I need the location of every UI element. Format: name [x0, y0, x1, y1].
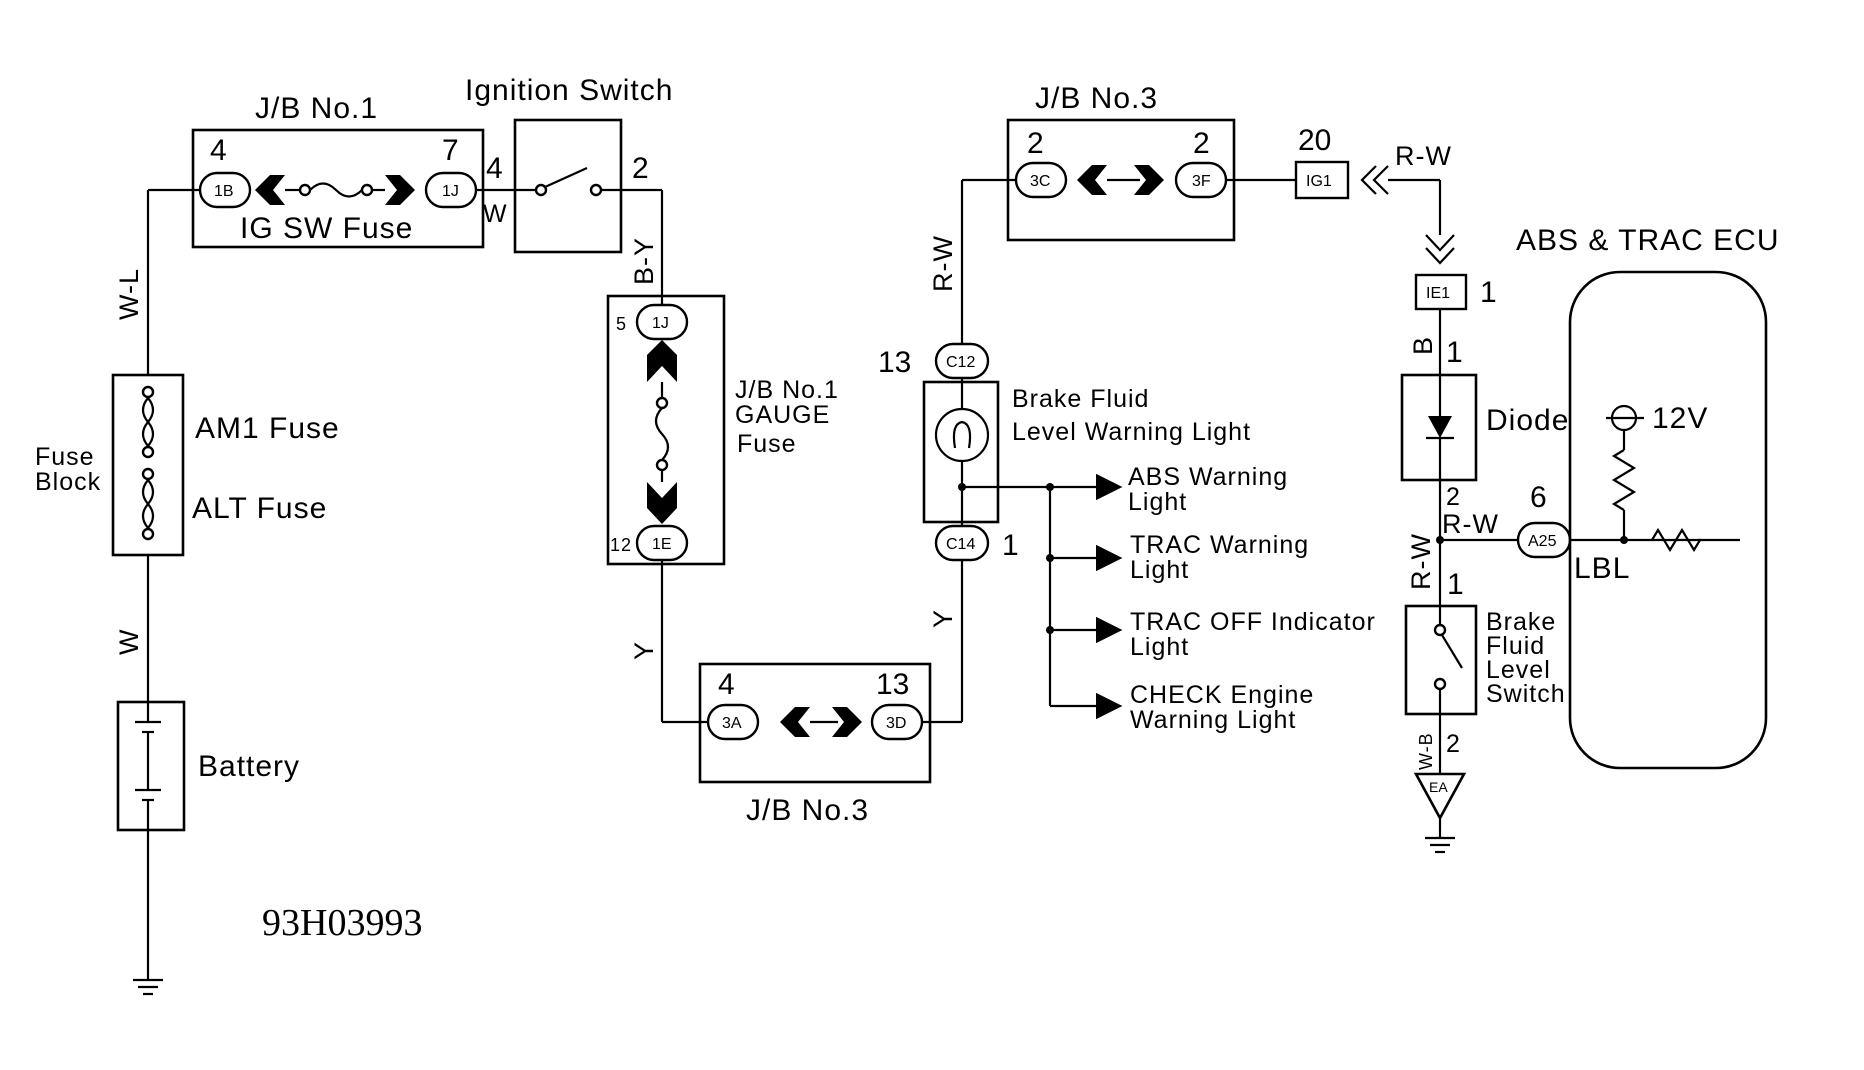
switch-pin-bottom: 2 [1446, 730, 1461, 758]
output-abs-line2: Light [1128, 488, 1187, 516]
brake-fluid-level-switch: 1 Brake Fluid Level Switch 2 [1404, 568, 1566, 758]
jb3-bottom-pin-left: 4 [718, 668, 735, 701]
switch-line1: Brake [1486, 608, 1556, 636]
warning-outputs: ABS Warning Light TRAC Warning Light TRA… [962, 463, 1376, 734]
jb1-top-pin-left: 4 [210, 134, 227, 167]
wire-wb: W-B [1416, 732, 1436, 770]
ig-sw-fuse-label: IG SW Fuse [240, 212, 413, 245]
conn-1j-top: 1J [442, 183, 459, 200]
wire-y-left: Y [629, 641, 659, 660]
wire-wl: W-L [114, 268, 144, 320]
brake-light-line2: Level Warning Light [1012, 418, 1251, 446]
jb1-gauge-fuse: 1J 5 1E 12 J/B No.1 GAUGE Fuse [606, 294, 839, 566]
fuse-block: Fuse Block AM1 Fuse ALT Fuse [35, 373, 340, 557]
ecu-signal: LBL [1574, 552, 1630, 585]
brake-light-pin-bottom: 1 [1002, 529, 1019, 562]
jb3-bottom-pin-right: 13 [876, 668, 909, 701]
output-abs-line1: ABS Warning [1128, 463, 1288, 491]
switch-line4: Switch [1486, 680, 1566, 708]
conn-1j-gauge: 1J [652, 315, 669, 332]
jb3-bottom: 4 13 3A 3D J/B No.3 [698, 662, 932, 827]
switch-pin-top: 1 [1447, 568, 1464, 601]
switch-line2: Fluid [1486, 632, 1545, 660]
ie1-connector: IE1 1 [1414, 273, 1497, 311]
conn-ie1: IE1 [1426, 285, 1450, 302]
gauge-pin-top: 5 [616, 314, 627, 334]
fuse-block-title-2: Block [35, 468, 101, 496]
brake-light-pin-top: 13 [878, 346, 911, 379]
jb1-ig-sw-fuse: J/B No.1 4 7 1B 1J IG SW Fuse [191, 92, 485, 249]
battery-label: Battery [198, 750, 300, 783]
conn-3a: 3A [722, 715, 742, 732]
diode: 1 Diode 2 [1400, 336, 1569, 511]
ig-switch-pin-out: 2 [632, 152, 649, 185]
wire-rw-ecu: R-W [1442, 509, 1499, 539]
battery: Battery [116, 700, 300, 832]
ie1-pin: 1 [1480, 276, 1497, 309]
fuse-block-title-1: Fuse [35, 443, 95, 471]
output-trac-line1: TRAC Warning [1130, 531, 1309, 559]
jb1-top-pin-right: 7 [442, 134, 459, 167]
jb3-top-title: J/B No.3 [1035, 82, 1158, 115]
diagram-id: 93H03993 [262, 902, 422, 944]
output-trac-line2: Light [1130, 556, 1189, 584]
jb1-gauge-line3: Fuse [737, 430, 797, 458]
ecu-voltage: 12V [1652, 402, 1708, 435]
conn-1e: 1E [652, 536, 672, 553]
gauge-pin-bottom: 12 [610, 535, 632, 555]
jb3-bottom-title: J/B No.3 [746, 794, 869, 827]
ground-ea: EA [1413, 772, 1467, 854]
output-trac-off-line1: TRAC OFF Indicator [1130, 608, 1376, 636]
output-trac-off-line2: Light [1130, 633, 1189, 661]
ground-symbol-left [133, 978, 163, 996]
ignition-switch: Ignition Switch 4 2 W [465, 74, 673, 254]
conn-ig1: IG1 [1306, 173, 1332, 190]
ecu-title: ABS & TRAC ECU [1516, 224, 1780, 257]
jb1-top-title: J/B No.1 [255, 92, 378, 125]
left-feed-circuit [133, 188, 200, 996]
conn-c12: C12 [946, 354, 975, 371]
wire-b: B [1408, 336, 1438, 355]
conn-ea: EA [1429, 779, 1448, 795]
am1-fuse-label: AM1 Fuse [195, 412, 340, 445]
wire-rw-vert: R-W [928, 235, 958, 292]
conn-3f: 3F [1192, 173, 1211, 190]
wire-rw-ig1: R-W [1395, 141, 1452, 171]
alt-fuse-label: ALT Fuse [192, 492, 327, 525]
output-check-line2: Warning Light [1130, 706, 1296, 734]
conn-3d: 3D [886, 715, 906, 732]
conn-c14: C14 [946, 536, 975, 553]
jb3-top: J/B No.3 2 2 3C 3F [1006, 82, 1236, 242]
conn-1b: 1B [214, 183, 234, 200]
ignition-switch-title: Ignition Switch [465, 74, 673, 107]
jb1-gauge-line1: J/B No.1 [735, 376, 839, 404]
wire-by: B-Y [629, 237, 659, 285]
diode-label: Diode [1486, 404, 1569, 437]
jb3-top-pin-left: 2 [1027, 127, 1044, 160]
brake-fluid-warning-light: C12 13 C14 1 Brake Fluid Level Warning L… [878, 342, 1251, 562]
wire-w-small: W [483, 200, 508, 228]
ig-switch-pin-in: 4 [486, 152, 503, 185]
switch-line3: Level [1486, 656, 1551, 684]
conn-a25: A25 [1528, 533, 1557, 550]
wire-w-main: W [114, 629, 144, 655]
brake-light-line1: Brake Fluid [1012, 385, 1149, 413]
ecu-pin: 6 [1530, 481, 1547, 514]
wire-y-right: Y [928, 609, 958, 628]
jb3-top-pin-right: 2 [1193, 127, 1210, 160]
ig1-connector: IG1 20 R-W [1294, 124, 1452, 200]
wire-rw-vert2: R-W [1406, 533, 1436, 590]
diode-pin-top: 1 [1446, 336, 1463, 369]
abs-trac-ecu: ABS & TRAC ECU 12V LBL [1516, 224, 1780, 770]
diode-pin-bottom: 2 [1446, 483, 1461, 511]
conn-3c: 3C [1030, 173, 1050, 190]
jb1-gauge-line2: GAUGE [735, 401, 830, 429]
output-check-line1: CHECK Engine [1130, 681, 1314, 709]
ig1-pin: 20 [1298, 124, 1331, 157]
